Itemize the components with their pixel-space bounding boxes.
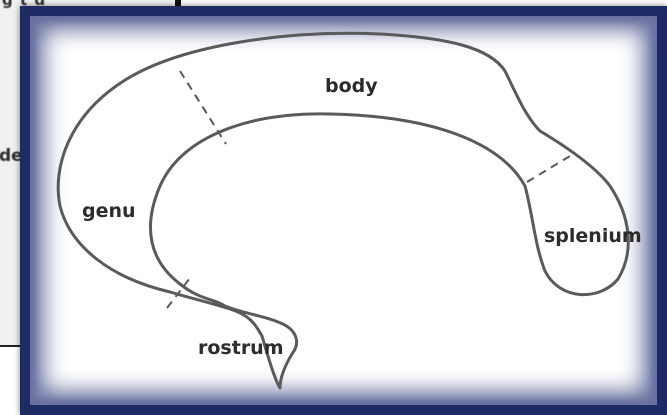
diagram-panel: body genu splenium rostrum [30, 16, 657, 405]
corpus-callosum-diagram: body genu splenium rostrum [30, 16, 657, 405]
genu-body-boundary [180, 71, 226, 144]
label-genu: genu [82, 200, 136, 222]
picture-frame: body genu splenium rostrum [20, 6, 667, 415]
label-body: body [325, 75, 378, 97]
label-splenium: splenium [544, 225, 642, 247]
body-splenium-boundary [527, 153, 575, 182]
label-rostrum: rostrum [198, 337, 284, 359]
